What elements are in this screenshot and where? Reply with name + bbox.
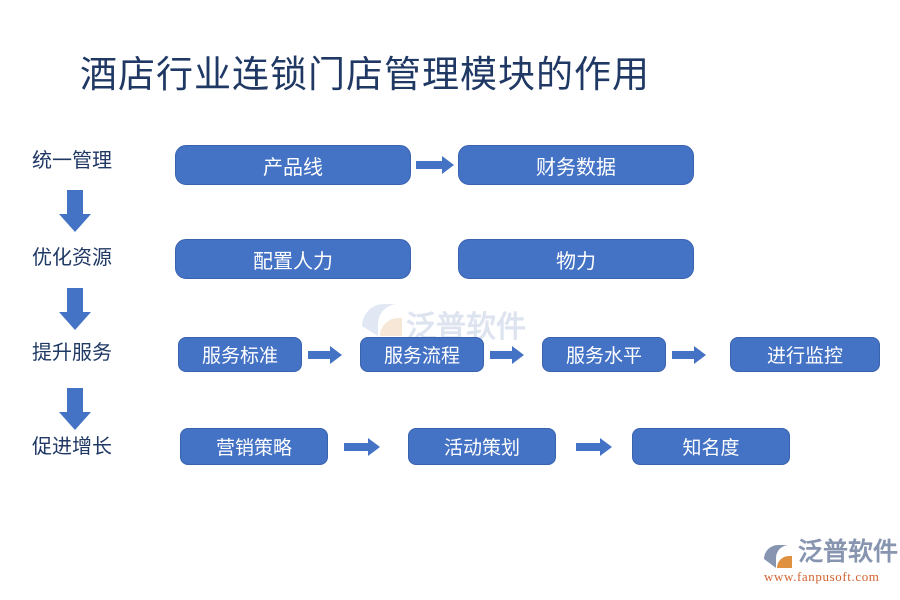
brand-logo: 泛普软件 www.fanpusoft.com bbox=[762, 538, 898, 588]
flow-arrow-down-1 bbox=[58, 190, 92, 232]
flow-arrow-right-3-3 bbox=[672, 345, 706, 365]
stage-label-2: 优化资源 bbox=[32, 247, 112, 269]
flow-arrow-right-3-2 bbox=[490, 345, 524, 365]
flow-arrow-right-4-2 bbox=[576, 437, 612, 457]
node-box-3-1[interactable]: 服务标准 bbox=[178, 337, 302, 372]
node-box-1-1[interactable]: 产品线 bbox=[175, 145, 411, 185]
page-title: 酒店行业连锁门店管理模块的作用 bbox=[80, 55, 650, 96]
brand-logo-icon bbox=[764, 545, 792, 568]
stage-label-3: 提升服务 bbox=[32, 342, 112, 364]
flow-arrow-right-1-1 bbox=[416, 155, 454, 175]
brand-name: 泛普软件 bbox=[798, 539, 899, 566]
node-box-4-3[interactable]: 知名度 bbox=[632, 428, 790, 465]
node-box-3-2[interactable]: 服务流程 bbox=[360, 337, 484, 372]
node-box-3-4[interactable]: 进行监控 bbox=[730, 337, 880, 372]
flow-arrow-right-4-1 bbox=[344, 437, 380, 457]
node-box-3-3[interactable]: 服务水平 bbox=[542, 337, 666, 372]
node-box-4-1[interactable]: 营销策略 bbox=[180, 428, 328, 465]
node-box-2-1[interactable]: 配置人力 bbox=[175, 239, 411, 279]
flow-arrow-right-3-1 bbox=[308, 345, 342, 365]
node-box-4-2[interactable]: 活动策划 bbox=[408, 428, 556, 465]
flow-arrow-down-3 bbox=[58, 388, 92, 430]
node-box-1-2[interactable]: 财务数据 bbox=[458, 145, 694, 185]
brand-url: www.fanpusoft.com bbox=[764, 569, 880, 584]
node-box-2-2[interactable]: 物力 bbox=[458, 239, 694, 279]
flow-arrow-down-2 bbox=[58, 288, 92, 330]
stage-label-1: 统一管理 bbox=[32, 150, 112, 172]
stage-label-4: 促进增长 bbox=[32, 436, 112, 458]
